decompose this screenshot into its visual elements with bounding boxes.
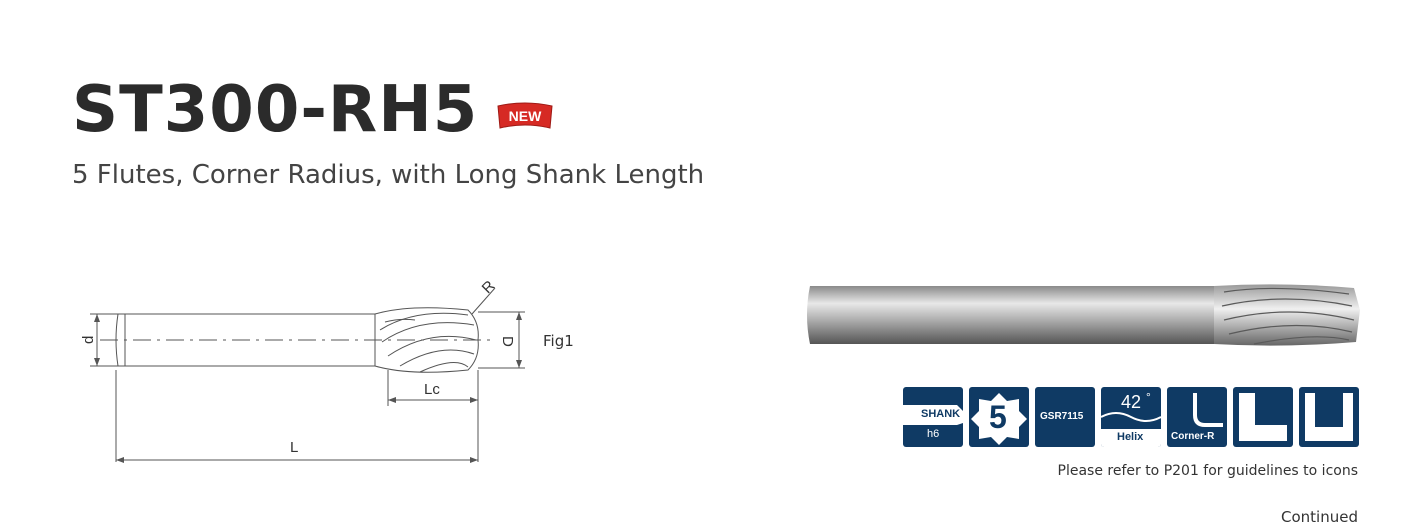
slot-machining-icon — [1299, 387, 1359, 447]
overall-length-label: L — [290, 439, 298, 456]
flute-head-outline — [374, 307, 479, 373]
corner-radius-text: Corner-R — [1171, 431, 1215, 442]
flute-count-text: 5 — [989, 399, 1007, 435]
l-shape-machining-icon — [1233, 387, 1293, 447]
end-mill-photo — [807, 284, 1360, 346]
helix-label-text: Helix — [1117, 431, 1144, 443]
page-subtitle: 5 Flutes, Corner Radius, with Long Shank… — [72, 160, 705, 190]
grade-icon: GSR7115 — [1035, 387, 1095, 447]
grade-text: GSR7115 — [1040, 411, 1084, 422]
helix-angle-text: 42 — [1121, 392, 1142, 412]
radius-label: R — [479, 277, 499, 297]
shank-tolerance-text: h6 — [927, 428, 940, 440]
continued-label: Continued — [1281, 508, 1358, 526]
shank-h6-icon: SHANK h6 — [903, 387, 963, 447]
new-badge: NEW — [497, 102, 553, 129]
new-badge-text: NEW — [509, 108, 542, 124]
helix-degree-text: ° — [1146, 390, 1151, 404]
feature-icons: SHANK h6 5 GSR7115 42 ° Helix Corner-R — [903, 387, 1359, 447]
helix-angle-icon: 42 ° Helix — [1101, 387, 1161, 447]
page-title: ST300-RH5 — [72, 73, 479, 147]
flute-count-icon: 5 — [969, 387, 1029, 447]
shank-diameter-label: d — [80, 336, 97, 344]
corner-radius-icon: Corner-R — [1167, 387, 1227, 447]
shank-text: SHANK — [921, 408, 961, 420]
figure-label: Fig1 — [543, 332, 574, 350]
cutting-length-label: Lc — [424, 381, 440, 398]
shank-outline — [115, 313, 376, 367]
cutting-diameter-label: D — [499, 336, 516, 347]
icon-guideline-note: Please refer to P201 for guidelines to i… — [1057, 463, 1359, 479]
technical-drawing: R d D Lc L — [80, 277, 525, 463]
